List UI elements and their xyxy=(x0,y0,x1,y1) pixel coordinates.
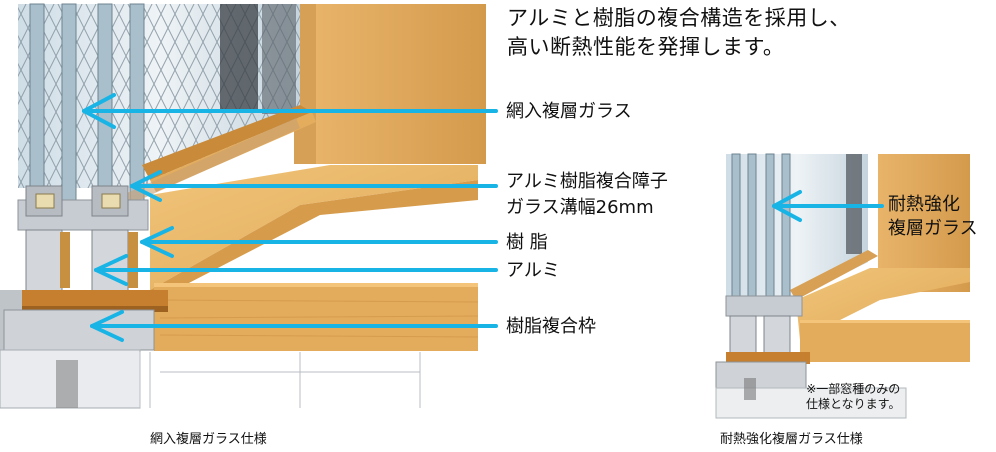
label-wired-double-glazing: 網入複層ガラス xyxy=(506,101,632,122)
left-window-cutaway xyxy=(0,3,486,409)
headline-line-2: 高い断熱性能を発揮します。 xyxy=(507,35,785,59)
caption-heat-strengthened-spec: 耐熱強化複層ガラス仕様 xyxy=(720,432,863,447)
headline: アルミと樹脂の複合構造を採用し、 高い断熱性能を発揮します。 xyxy=(507,4,851,62)
footnote-line-1: ※一部窓種のみの xyxy=(806,382,901,396)
footnote: ※一部窓種のみの 仕様となります。 xyxy=(806,382,900,412)
label-heat-strengthened: 耐熱強化 複層ガラス xyxy=(888,193,978,241)
label-aluminum-resin-composite-sash: アルミ樹脂複合障子 xyxy=(506,171,668,192)
left-callout-arrows xyxy=(82,93,498,342)
caption-wired-glass-spec: 網入複層ガラス仕様 xyxy=(150,432,267,447)
headline-line-1: アルミと樹脂の複合構造を採用し、 xyxy=(507,6,851,30)
right-callout-arrow xyxy=(772,190,884,222)
label-aluminum: アルミ xyxy=(506,260,560,281)
label-resin: 樹 脂 xyxy=(506,232,548,253)
label-resin-composite-frame: 樹脂複合枠 xyxy=(506,316,596,337)
label-heat-strengthened-line-2: 複層ガラス xyxy=(888,218,978,239)
label-heat-strengthened-line-1: 耐熱強化 xyxy=(888,194,960,215)
right-window-cutaway xyxy=(715,153,970,419)
label-glass-groove-width: ガラス溝幅26mm xyxy=(506,197,654,218)
footnote-line-2: 仕様となります。 xyxy=(806,397,901,411)
